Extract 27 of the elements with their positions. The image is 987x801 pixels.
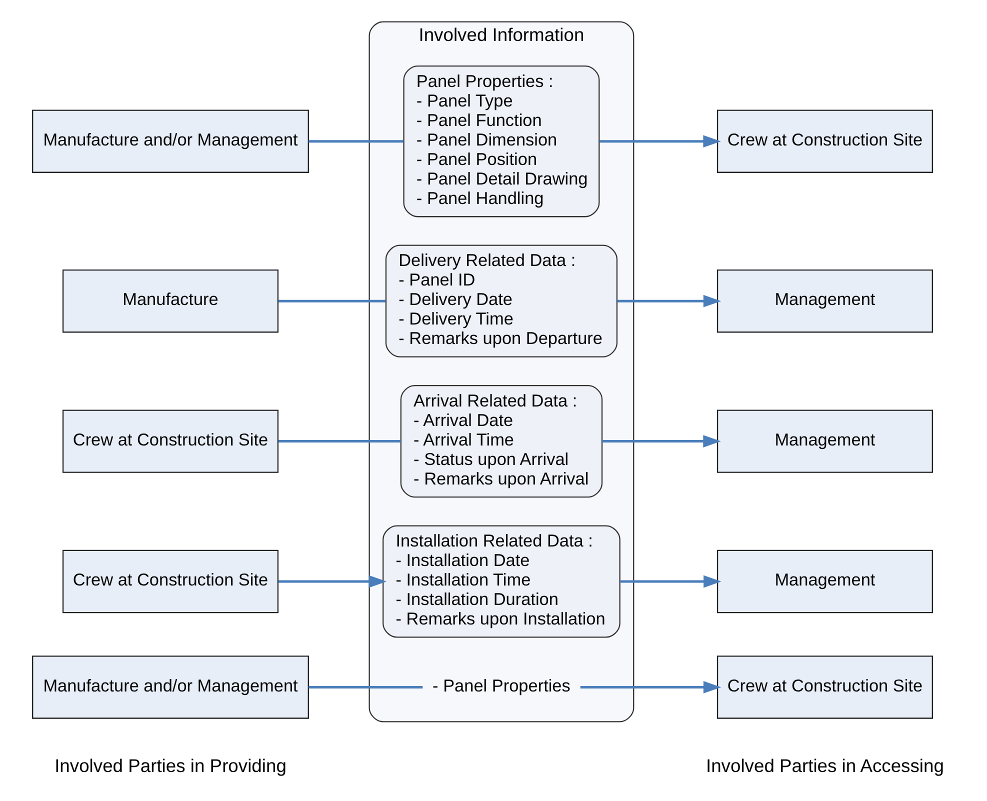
arrow [580,681,721,694]
connector [278,300,386,302]
node-box: Manufacture [62,270,278,333]
arrow [602,435,720,448]
node-box: Management [716,410,932,473]
arrow [598,135,720,148]
connector [308,686,422,688]
node-box: Installation Related Data : - Installation Date - Installation Time - Installation Duration - Remarks upon Installation [382,525,620,638]
node-box: Panel Properties : - Panel Type - Panel Function - Panel Dimension - Panel Position - Panel Detail Drawing - Panel Handling [402,66,600,218]
label: Involved Parties in Accessing [705,755,944,776]
label: Involved Parties in Providing [54,755,286,776]
node-box: Management [716,550,932,614]
connector [278,440,400,443]
node-box: Manufacture and/or Management [32,110,308,173]
arrow [619,575,721,588]
arrow [616,294,721,308]
node-box: Crew at Construction Site [716,656,932,719]
node-text: - Panel Properties [432,675,570,696]
node-box: Management [716,270,932,333]
node-box: Arrival Related Data : - Arrival Date - Arrival Time - Status upon Arrival - Remarks upon Arrival [400,384,602,498]
node-box: Crew at Construction Site [716,110,932,173]
connector [308,140,404,143]
arrow [278,575,386,588]
node-box: Delivery Related Data : - Panel ID - Delivery Date - Delivery Time - Remarks upon Departure [384,244,618,358]
node-box: Manufacture and/or Management [32,656,308,719]
node-box: Crew at Construction Site [62,550,278,614]
node-box: Crew at Construction Site [62,410,278,473]
